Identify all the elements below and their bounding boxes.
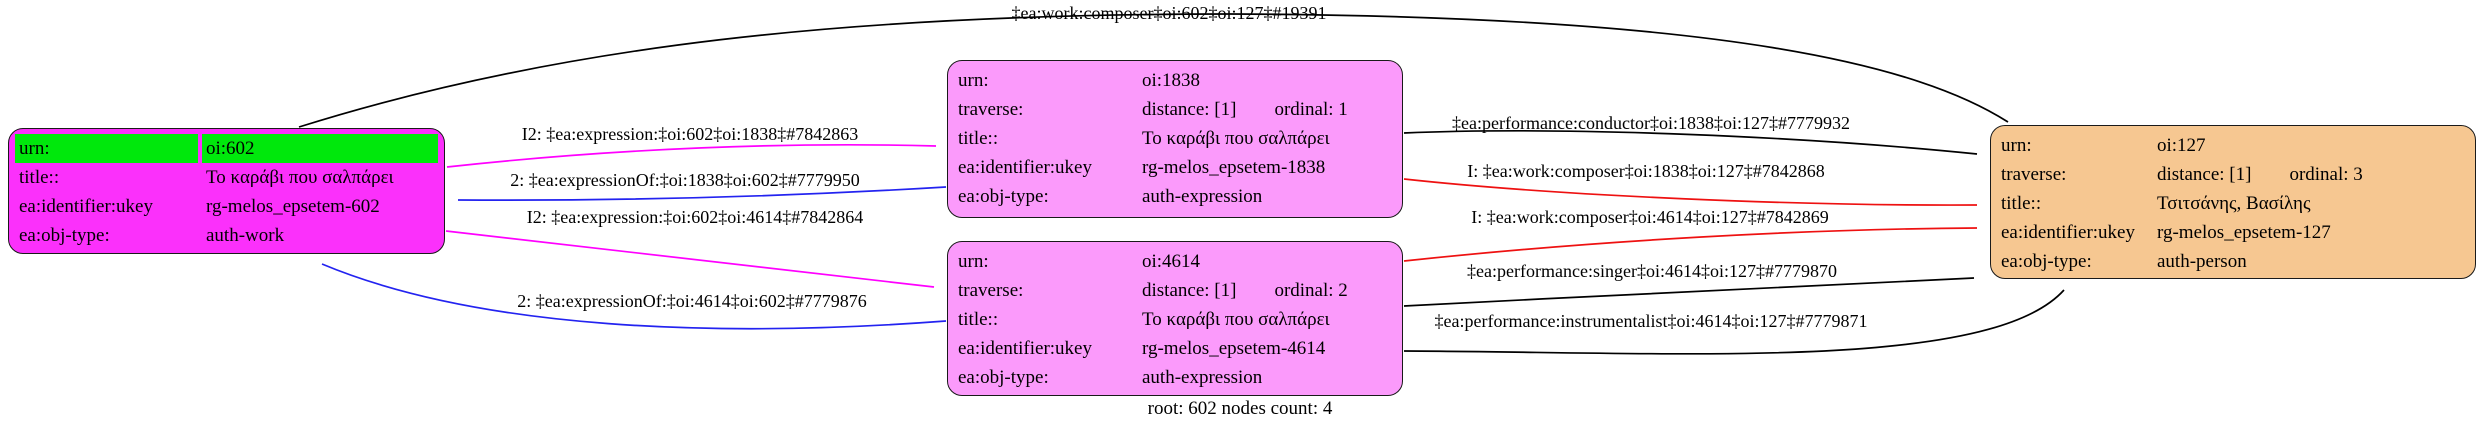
row-value: auth-expression: [1142, 186, 1263, 207]
row-value: Το καράβι που σαλπάρει: [206, 167, 394, 188]
row-key: traverse:: [958, 99, 1024, 120]
row-key: ea:identifier:ukey: [958, 338, 1092, 359]
row-value: auth-expression: [1142, 367, 1263, 388]
row-key: urn:: [15, 134, 198, 163]
node-row: urn: oi:1838: [948, 66, 1402, 95]
node-row: title:: Το καράβι που σαλπάρει: [948, 305, 1402, 334]
row-value: rg-melos_epsetem-127: [2157, 222, 2331, 243]
row-value: oi:4614: [1142, 251, 1201, 272]
node-expression-4614: urn: oi:4614 traverse: distance: [1] ordi…: [947, 241, 1403, 396]
traverse-distance: distance: [1]: [2157, 164, 2252, 185]
row-key: ea:obj-type:: [958, 367, 1049, 388]
row-value: Τσιτσάνης, Βασίλης: [2157, 193, 2311, 214]
edge-label-expressionOf-4614-602: 2: ‡ea:expressionOf:‡oi:4614‡oi:602‡#777…: [517, 291, 867, 311]
row-value: distance: [1] ordinal: 3: [2153, 160, 2469, 189]
row-value: rg-melos_epsetem-1838: [1142, 157, 1326, 178]
node-row: traverse: distance: [1] ordinal: 3: [1991, 160, 2475, 189]
traverse-ordinal: ordinal: 2: [1274, 280, 1348, 301]
row-key: urn:: [2001, 135, 2032, 156]
row-key: traverse:: [958, 280, 1024, 301]
traverse-ordinal: ordinal: 3: [2289, 164, 2363, 185]
node-row: title:: Το καράβι που σαλπάρει: [948, 124, 1402, 153]
edge-performance-conductor-1838-127: [1403, 130, 1978, 155]
row-value: Το καράβι που σαλπάρει: [1142, 128, 1330, 149]
edge-expression-602-1838: [446, 143, 937, 168]
row-key: ea:obj-type:: [19, 225, 110, 246]
row-key: title::: [2001, 193, 2042, 214]
row-key: traverse:: [2001, 164, 2067, 185]
traverse-distance: distance: [1]: [1142, 99, 1237, 120]
node-person-127: urn: oi:127 traverse: distance: [1] ordin…: [1990, 125, 2476, 279]
node-work-602: urn: oi:602 title:: Το καράβι που σαλπάρ…: [8, 128, 445, 254]
edge-label-expressionOf-1838-602: 2: ‡ea:expressionOf:‡oi:1838‡oi:602‡#777…: [510, 170, 860, 190]
node-row: urn: oi:602: [9, 134, 444, 163]
row-key: title::: [19, 167, 60, 188]
row-value: oi:1838: [1142, 70, 1201, 91]
traverse-ordinal: ordinal: 1: [1274, 99, 1348, 120]
edge-performance-singer-4614-127: [1403, 277, 1975, 307]
row-key: title::: [958, 309, 999, 330]
node-row: ea:obj-type: auth-expression: [948, 182, 1402, 211]
row-key: ea:obj-type:: [958, 186, 1049, 207]
row-key: ea:identifier:ukey: [2001, 222, 2135, 243]
row-value: auth-person: [2157, 251, 2247, 272]
row-value: oi:602: [202, 134, 438, 163]
node-row: ea:identifier:ukey rg-melos_epsetem-1838: [948, 153, 1402, 182]
row-value: distance: [1] ordinal: 1: [1138, 95, 1396, 124]
edge-label-work-composer-602-127: ‡ea:work:composer‡oi:602‡oi:127‡#19391: [1011, 3, 1327, 23]
row-key: title::: [958, 128, 999, 149]
edge-label-performance-instrumentalist-4614-127: ‡ea:performance:instrumentalist‡oi:4614‡…: [1434, 311, 1868, 331]
node-row: ea:obj-type: auth-person: [1991, 247, 2475, 276]
node-expression-1838: urn: oi:1838 traverse: distance: [1] ordi…: [947, 60, 1403, 218]
graph-caption: root: 602 nodes count: 4: [1147, 398, 1333, 419]
edge-work-composer-4614-127: [1403, 227, 1978, 262]
traverse-distance: distance: [1]: [1142, 280, 1237, 301]
row-key: ea:identifier:ukey: [19, 196, 153, 217]
node-row: title:: Τσιτσάνης, Βασίλης: [1991, 189, 2475, 218]
row-key: ea:obj-type:: [2001, 251, 2092, 272]
node-row: ea:identifier:ukey rg-melos_epsetem-4614: [948, 334, 1402, 363]
row-key: urn:: [958, 251, 989, 272]
edge-label-performance-conductor-1838-127: ‡ea:performance:conductor‡oi:1838‡oi:127…: [1452, 113, 1850, 133]
row-value: oi:127: [2157, 135, 2206, 156]
node-row: ea:identifier:ukey rg-melos_epsetem-127: [1991, 218, 2475, 247]
edge-expression-602-4614: [445, 230, 935, 288]
edge-label-performance-singer-4614-127: ‡ea:performance:singer‡oi:4614‡oi:127‡#7…: [1467, 261, 1837, 281]
edge-expressionOf-1838-602: [457, 186, 947, 201]
edge-label-work-composer-1838-127: I: ‡ea:work:composer‡oi:1838‡oi:127‡#784…: [1467, 161, 1825, 181]
node-row: ea:obj-type: auth-work: [9, 221, 444, 250]
node-row: ea:obj-type: auth-expression: [948, 363, 1402, 392]
edge-label-expression-602-4614: I2: ‡ea:expression:‡oi:602‡oi:4614‡#7842…: [526, 207, 864, 227]
edge-label-expression-602-1838: I2: ‡ea:expression:‡oi:602‡oi:1838‡#7842…: [521, 124, 859, 144]
edge-performance-instrumentalist-4614-127: [1403, 289, 2065, 355]
edge-label-work-composer-4614-127: I: ‡ea:work:composer‡oi:4614‡oi:127‡#784…: [1471, 207, 1829, 227]
node-row: traverse: distance: [1] ordinal: 1: [948, 95, 1402, 124]
node-row: urn: oi:127: [1991, 131, 2475, 160]
row-value: auth-work: [206, 225, 285, 246]
node-row: traverse: distance: [1] ordinal: 2: [948, 276, 1402, 305]
edge-expressionOf-4614-602: [321, 263, 947, 330]
node-row: title:: Το καράβι που σαλπάρει: [9, 163, 444, 192]
node-row: urn: oi:4614: [948, 247, 1402, 276]
node-row: ea:identifier:ukey rg-melos_epsetem-602: [9, 192, 444, 221]
edge-work-composer-1838-127: [1403, 178, 1978, 206]
row-value: rg-melos_epsetem-4614: [1142, 338, 1326, 359]
row-key: ea:identifier:ukey: [958, 157, 1092, 178]
row-value: distance: [1] ordinal: 2: [1138, 276, 1396, 305]
row-value: Το καράβι που σαλπάρει: [1142, 309, 1330, 330]
edge-work-composer-602-127: [298, 13, 2009, 128]
row-value: rg-melos_epsetem-602: [206, 196, 380, 217]
row-key: urn:: [958, 70, 989, 91]
